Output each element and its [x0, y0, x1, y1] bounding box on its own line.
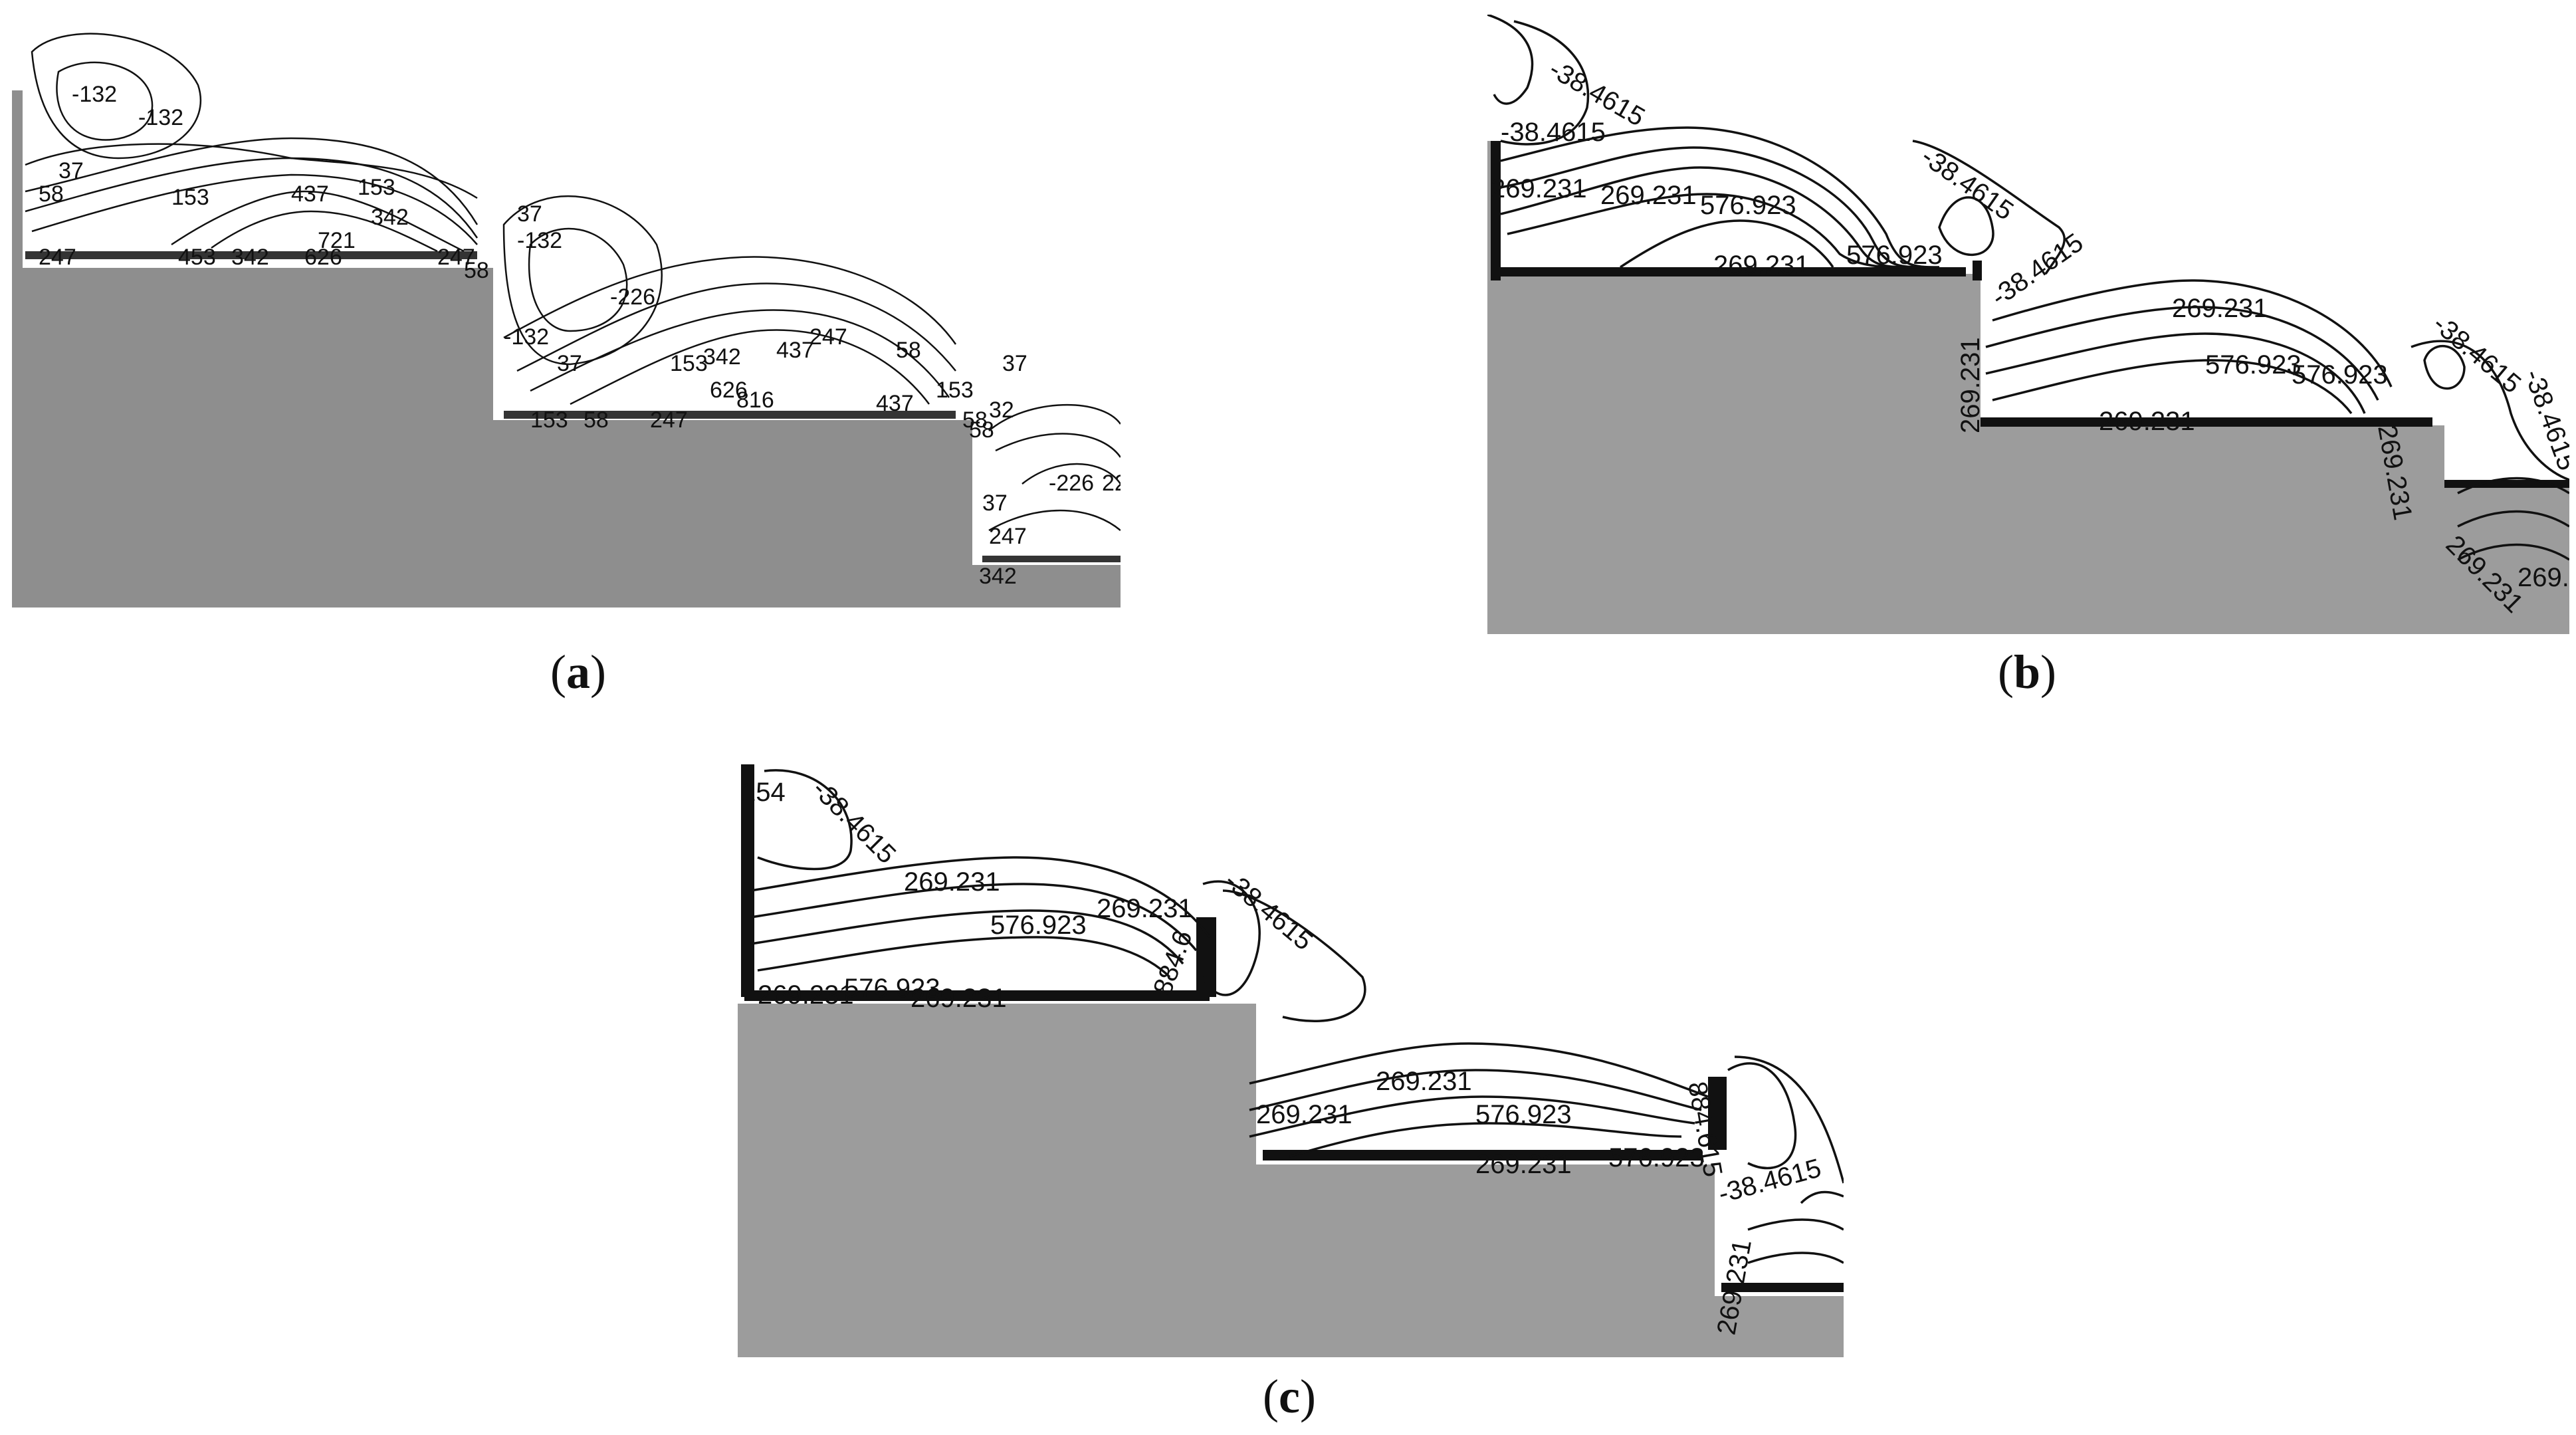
contour-plot-a: -132 -132 37 58 153 153 437 342 721 247 …: [12, 33, 1121, 607]
contour-label: 32: [989, 397, 1014, 423]
contour-label: 37: [557, 351, 582, 376]
solid-region: [738, 1004, 1844, 1357]
contour-label: 247: [989, 524, 1027, 549]
contour-label: -38.4615: [1916, 142, 2019, 226]
contour-label: 576.923: [844, 974, 940, 1003]
contour-label: 58: [39, 181, 64, 207]
contour-label: 269.231: [1475, 1150, 1572, 1179]
contour-label: 342: [979, 564, 1017, 589]
contour-label: 721: [318, 228, 356, 253]
contour-label: 269.231: [1956, 337, 1985, 433]
contour-label: 269.231: [911, 984, 1007, 1013]
contour-label: 153: [171, 185, 209, 210]
contour-label: 626: [304, 245, 342, 270]
contour-label: 816: [736, 387, 774, 413]
contour-label: 247: [39, 245, 76, 270]
contour-label: 437: [876, 391, 914, 416]
contour-label: 576.923: [1846, 241, 1943, 270]
contour-label: 37: [58, 158, 84, 183]
contour-label: 269.231: [904, 867, 1000, 897]
solid-region: [1487, 141, 2569, 634]
contour-label: 58: [962, 407, 988, 433]
contour-label: 884.6: [1148, 927, 1198, 999]
contour-label: 269.231: [1256, 1100, 1352, 1129]
contour-label: 269.231: [1376, 1067, 1472, 1096]
contour-label: 576.923: [2205, 350, 2302, 380]
contour-label: 576.923: [1700, 191, 1796, 220]
contour-label: 269.231: [1600, 181, 1697, 210]
contour-label: 576.923: [1475, 1100, 1572, 1129]
contour-label: 153: [358, 175, 395, 200]
contour-label: -38.4615: [1715, 1153, 1824, 1208]
contour-label: 37: [517, 201, 542, 227]
contour-label: -38.4615: [1219, 866, 1318, 956]
contour-plot-c: 154 -38.4615 269.231 269.231 576.923 269…: [738, 764, 1844, 1357]
contour-label: -132: [517, 228, 562, 253]
contour-label: -226: [610, 284, 655, 310]
contour-label: 247: [437, 245, 475, 270]
contour-label: -38.4615: [2427, 309, 2526, 399]
contour-label: 37: [1002, 351, 1027, 376]
contour-plot-b: -38.4615 -38.4615 269.231 269.231 576.92…: [1487, 15, 2569, 634]
contour-label: 269.231: [758, 980, 854, 1010]
contour-label: -38.4615: [1501, 118, 1606, 147]
contour-label: 58: [464, 258, 489, 283]
contour-label: -132: [138, 105, 183, 130]
contour-label: 342: [371, 205, 409, 230]
contour-label: 58: [584, 407, 609, 433]
contour-label: 576.923: [1608, 1143, 1705, 1172]
contour-label: 342: [703, 344, 741, 370]
contour-label: 576.923: [990, 911, 1087, 940]
caption-a: (a): [550, 645, 606, 699]
contour-label: 58: [896, 338, 921, 363]
contour-label: 269.231: [1713, 251, 1810, 280]
contour-label: -38.4615: [2519, 366, 2569, 474]
contour-label: 37: [982, 491, 1008, 516]
contour-label: 247: [650, 407, 688, 433]
contour-label: -132: [72, 82, 117, 107]
contour-label: 453: [178, 245, 216, 270]
panel-c: 154 -38.4615 269.231 269.231 576.923 269…: [738, 724, 1844, 1357]
contour-label: -132: [504, 324, 549, 350]
contour-label: 576.923: [2292, 360, 2388, 389]
caption-c: (c): [1263, 1370, 1316, 1423]
panel-a: -132 -132 37 58 153 153 437 342 721 247 …: [12, 25, 1121, 607]
caption-b: (b): [1997, 645, 2056, 699]
contour-label: 269.231: [2518, 563, 2569, 592]
contour-label: 247: [809, 324, 847, 350]
contour-label: 153: [670, 351, 708, 376]
contour-label: 58: [969, 417, 994, 443]
contour-label: 437: [776, 338, 814, 363]
solid-region: [12, 90, 1121, 607]
contour-label: 626: [710, 378, 748, 403]
contour-label: 153: [530, 407, 568, 433]
contour-label: 269.231: [1097, 894, 1193, 923]
contour-label: 226: [1102, 471, 1121, 496]
contour-label: 437: [291, 181, 329, 207]
panel-b: -38.4615 -38.4615 269.231 269.231 576.92…: [1487, 15, 2569, 634]
contour-label: 154: [741, 778, 786, 807]
contour-label: 269.231: [2099, 407, 2195, 436]
contour-label: 342: [231, 245, 269, 270]
contour-label: -38.4615: [807, 774, 902, 869]
contour-label: 269.231: [1491, 174, 1587, 203]
contour-label: 153: [936, 378, 974, 403]
contour-label: 269.231: [2172, 294, 2268, 323]
contour-label: -226: [1049, 471, 1094, 496]
